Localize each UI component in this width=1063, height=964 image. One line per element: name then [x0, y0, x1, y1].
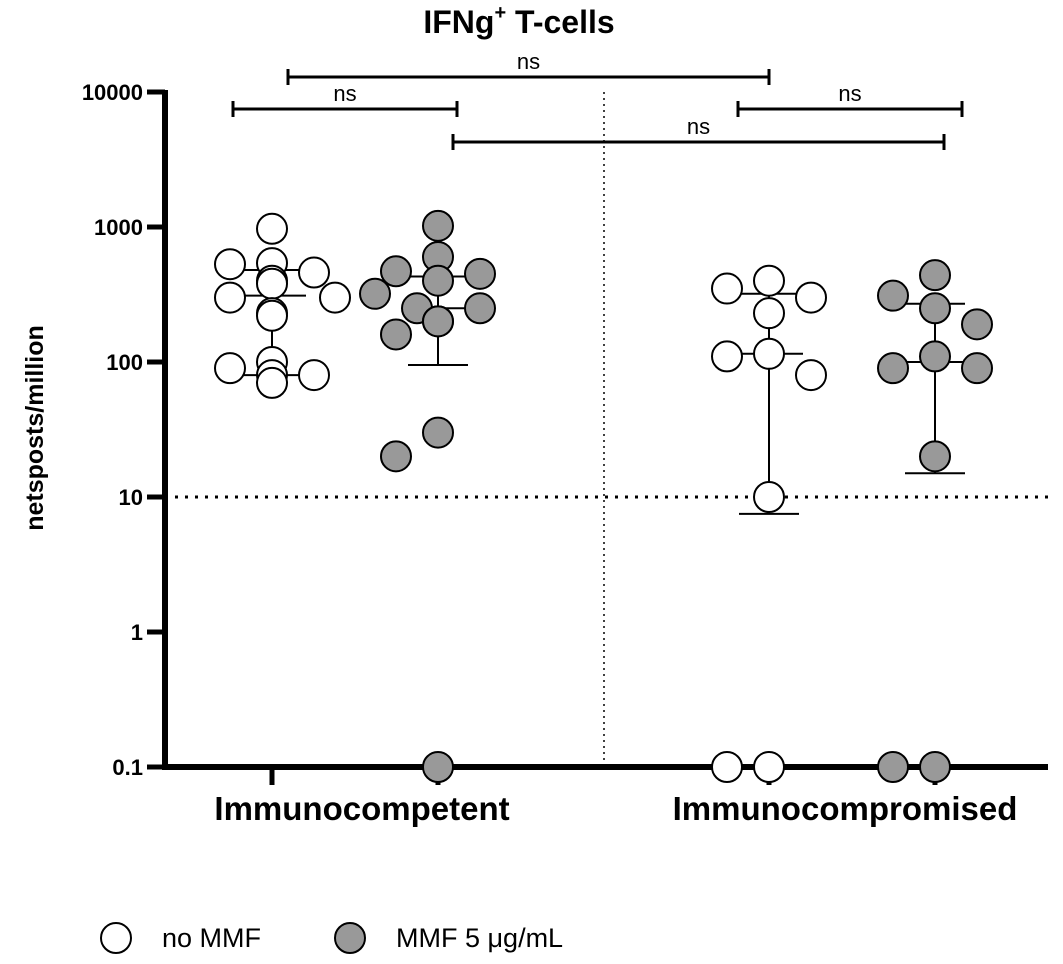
data-point — [795, 281, 827, 314]
significance-label: ns — [333, 81, 356, 106]
data-point — [422, 416, 454, 449]
data-point — [711, 340, 743, 373]
data-point — [256, 366, 288, 399]
data-point — [919, 440, 951, 473]
data-point — [422, 209, 454, 242]
data-point — [422, 305, 454, 338]
data-point — [877, 279, 909, 312]
chart-title: IFNg+ T-cells — [423, 2, 614, 40]
x-category-label: Immunocompetent — [214, 790, 509, 827]
chart-title-main: IFNg — [423, 4, 494, 40]
data-point — [877, 352, 909, 385]
data-point — [380, 440, 412, 473]
data-point — [961, 308, 993, 341]
data-point — [380, 318, 412, 351]
data-point — [256, 299, 288, 332]
y-tick-label: 10000 — [82, 80, 143, 105]
data-point — [464, 257, 496, 290]
data-point — [795, 359, 827, 392]
data-point — [961, 352, 993, 385]
chart-title-superscript: + — [494, 2, 506, 24]
y-tick-label: 10 — [119, 485, 143, 510]
data-point — [711, 272, 743, 305]
chart-title-suffix: T-cells — [506, 4, 615, 40]
data-point — [877, 751, 909, 783]
data-point — [919, 751, 951, 783]
data-point — [298, 256, 330, 289]
data-point — [464, 292, 496, 325]
x-category-label: Immunocompromised — [673, 790, 1018, 827]
data-point — [256, 267, 288, 300]
y-tick-label: 1000 — [94, 215, 143, 240]
data-point — [753, 751, 785, 783]
data-point — [380, 255, 412, 288]
data-point — [753, 337, 785, 370]
data-point — [214, 281, 246, 314]
y-tick-label: 1 — [131, 620, 143, 645]
reference-lines — [165, 92, 1048, 767]
legend-label: no MMF — [162, 923, 261, 953]
legend: no MMF MMF 5 μg/mL — [100, 922, 563, 954]
legend-label: MMF 5 μg/mL — [396, 923, 563, 953]
data-point — [919, 259, 951, 292]
data-point — [753, 297, 785, 330]
data-points — [214, 209, 993, 783]
data-point — [753, 481, 785, 513]
y-tick-label: 100 — [106, 350, 143, 375]
data-point — [753, 264, 785, 297]
y-tick-label: 0.1 — [112, 755, 143, 780]
data-point — [711, 751, 743, 783]
data-point — [214, 248, 246, 281]
significance-label: ns — [517, 49, 540, 74]
legend-marker — [100, 922, 132, 954]
data-point — [422, 264, 454, 297]
data-point — [256, 212, 288, 245]
data-point — [214, 352, 246, 385]
data-point — [919, 292, 951, 325]
data-point — [359, 277, 391, 310]
significance-label: ns — [838, 81, 861, 106]
significance-label: ns — [687, 114, 710, 139]
legend-marker — [334, 922, 366, 954]
data-point — [319, 281, 351, 314]
data-point — [919, 340, 951, 373]
data-point — [298, 359, 330, 392]
data-point — [422, 751, 454, 783]
significance-brackets: ns ns ns ns — [231, 49, 964, 150]
y-axis-label: netsposts/million — [21, 325, 49, 531]
